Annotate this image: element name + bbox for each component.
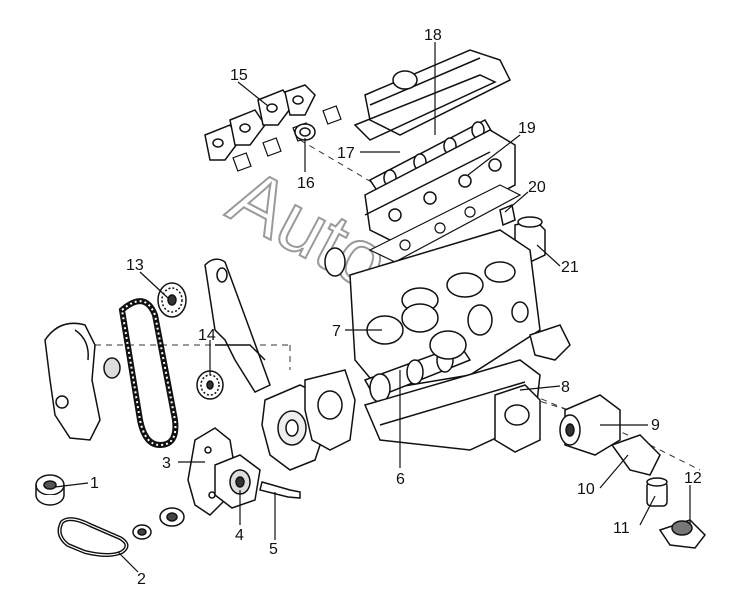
callout-7: 7 [332, 323, 341, 340]
part-1-small-pulley [35, 474, 65, 506]
head-gasket [368, 184, 522, 263]
rear-timing-cover [204, 258, 271, 393]
part-8-oil-filter-housing [494, 384, 541, 453]
part-19-cylinder-head [364, 129, 516, 246]
callout-12: 12 [684, 470, 702, 487]
callout-14: 14 [198, 327, 216, 344]
part-14-tensioner-pulley [196, 370, 224, 400]
callout-9: 9 [651, 417, 660, 434]
part-13-timing-belt [118, 298, 179, 449]
leader-lines [54, 42, 691, 573]
callout-17: 17 [337, 145, 355, 162]
callout-13: 13 [126, 257, 144, 274]
callout-21: 21 [561, 259, 579, 276]
engine-mount-bracket-rear [529, 324, 571, 361]
callout-6: 6 [396, 471, 405, 488]
callout-19: 19 [518, 120, 536, 137]
part-5-coolant-pipe [259, 481, 301, 499]
part-10-mount-bracket [610, 434, 661, 476]
part-11-rubber-mount [646, 477, 668, 507]
front-seal-gasket [304, 369, 356, 451]
part-7-pistons [366, 303, 467, 360]
callout-3: 3 [162, 455, 171, 472]
part-15-intake-manifold [204, 84, 316, 161]
callout-16: 16 [297, 175, 315, 192]
callout-11: 11 [613, 520, 630, 537]
callout-8: 8 [561, 379, 570, 396]
callout-1: 1 [90, 475, 99, 492]
callout-18: 18 [424, 27, 442, 44]
callout-10: 10 [577, 481, 595, 498]
part-4-water-pump [214, 454, 261, 509]
timing-belt-front-cover [44, 322, 121, 441]
part-9-alternator [559, 394, 621, 456]
callout-5: 5 [269, 541, 278, 558]
callout-20: 20 [528, 179, 546, 196]
part-18-valve-cover [353, 49, 512, 141]
part-12-engine-mount [658, 519, 706, 549]
part-2-accessory-belt [57, 517, 129, 557]
callout-4: 4 [235, 527, 244, 544]
part-13-camshaft-sprocket [157, 282, 187, 318]
part-16-manifold-gasket [294, 123, 316, 141]
callout-15: 15 [230, 67, 248, 84]
callout-labels: 1 2 3 4 5 6 7 8 9 10 11 12 13 14 15 16 1… [90, 27, 702, 588]
callout-2: 2 [137, 571, 146, 588]
part-20-bracket [499, 203, 516, 227]
small-idler-pulleys [132, 507, 185, 540]
